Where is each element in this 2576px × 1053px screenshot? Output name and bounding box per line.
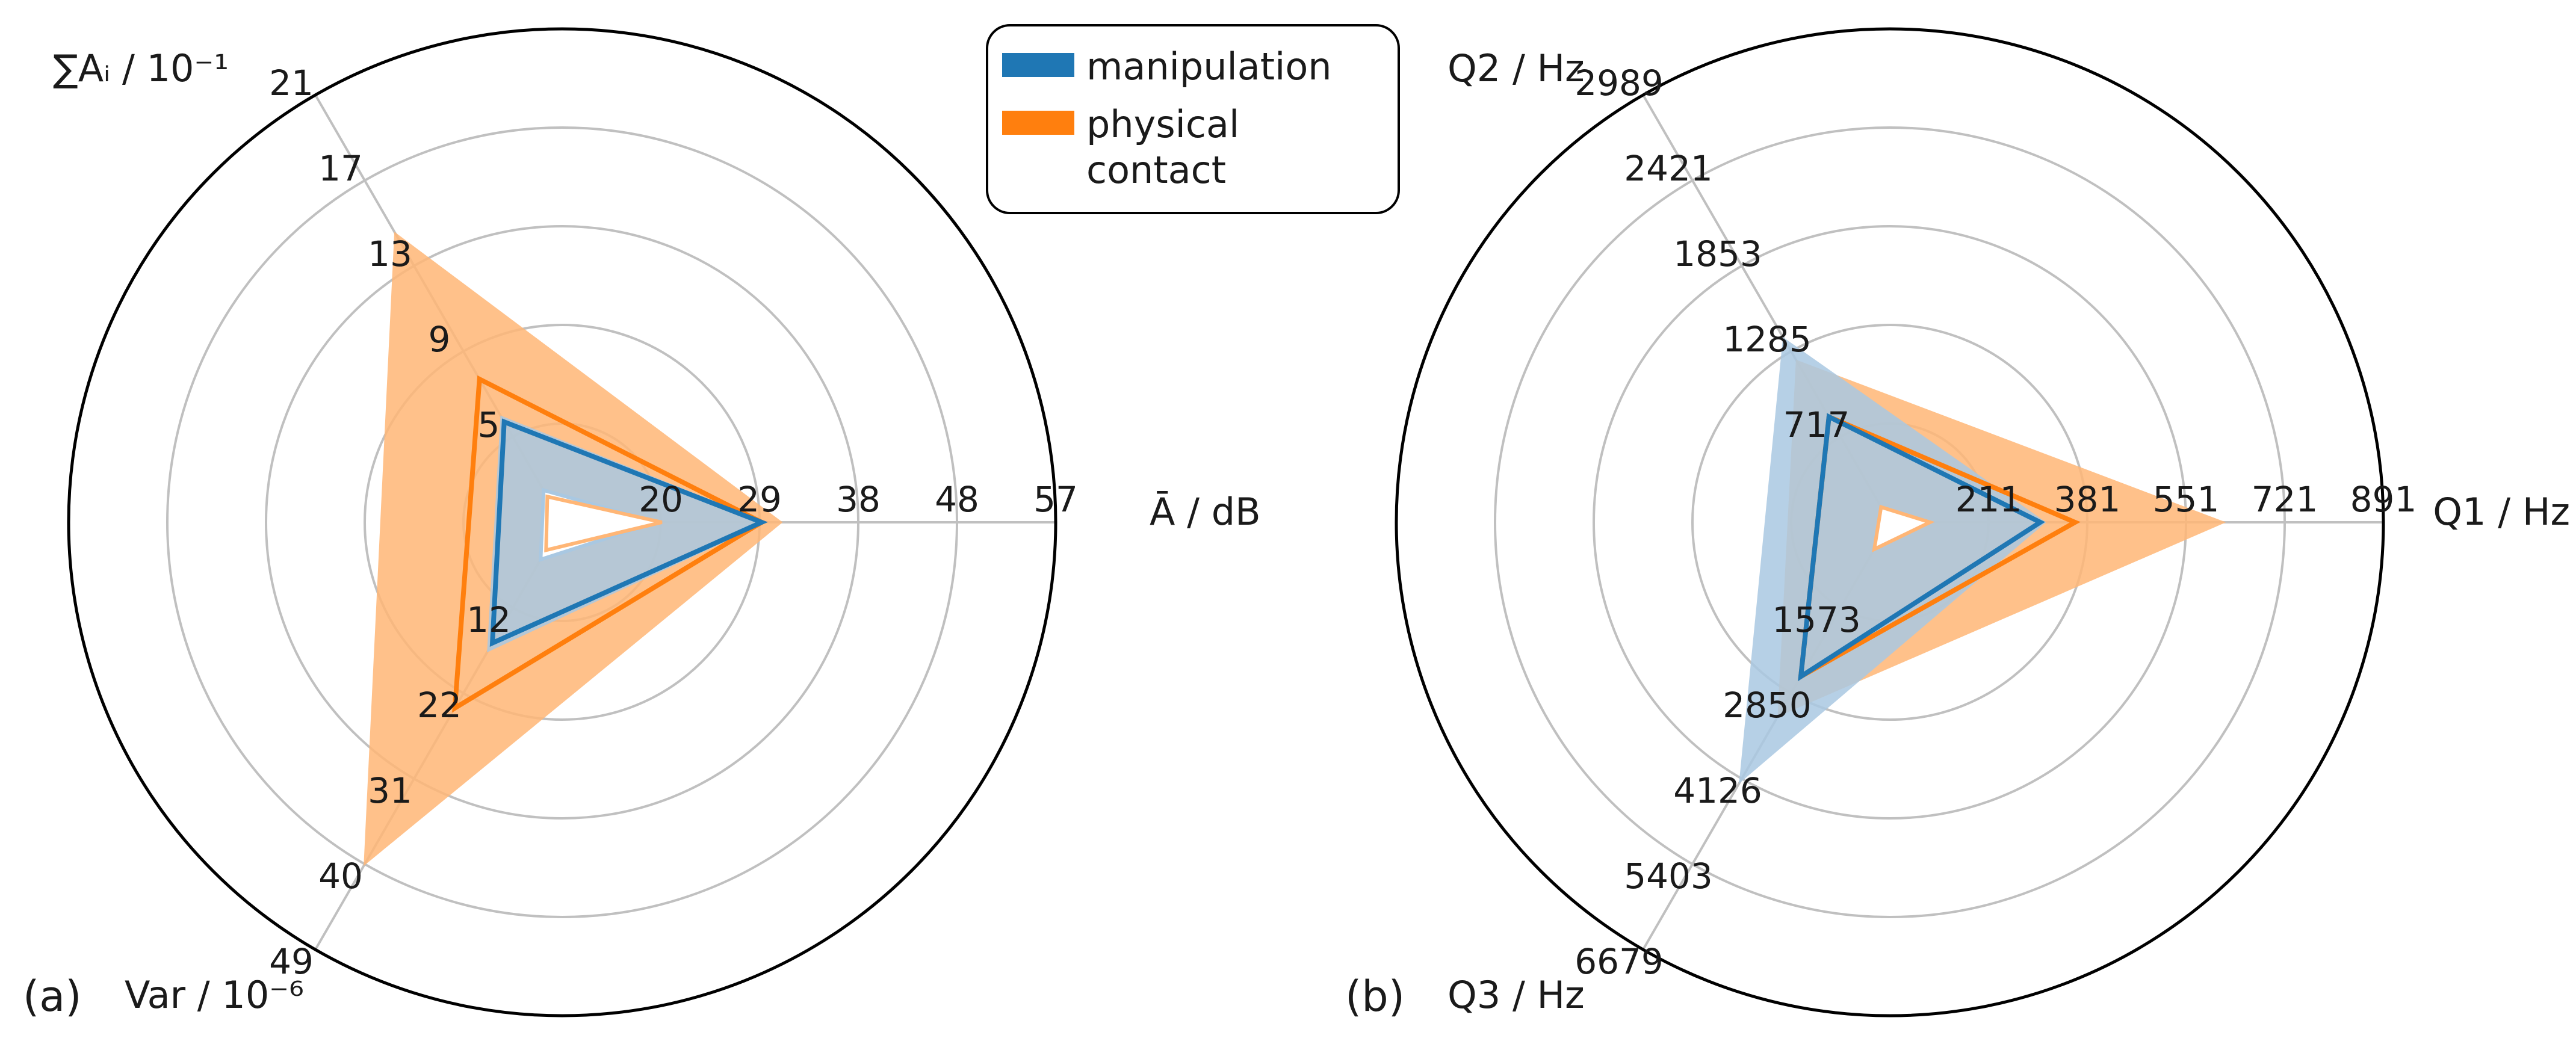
tick-label: 1285 [1723,319,1812,360]
radar-chart-b: 211 381 551 721 891 717 1285 1853 2421 2989 1573 28… [1395,27,2570,1017]
panel-label-b: (b) [1345,972,1405,1021]
axis-label: Q3 / Hz [1447,973,1585,1017]
tick-label: 381 [2054,479,2121,520]
axis-label: Ā / dB [1150,490,1261,534]
tick-label: 9 [429,319,451,360]
axis-label: Var / 10⁻⁶ [125,973,304,1017]
legend-label: manipulation [1086,45,1332,88]
tick-label: 2850 [1723,685,1812,726]
tick-label: 551 [2153,479,2220,520]
tick-label: 17 [318,148,363,189]
legend-swatch [1002,111,1074,135]
legend-label: physical [1086,102,1239,146]
tick-label: 717 [1783,404,1850,445]
tick-label: 57 [1033,479,1078,520]
tick-label: 891 [2350,479,2417,520]
axis-label: Q2 / Hz [1447,46,1585,90]
tick-label: 22 [417,685,462,726]
tick-label: 5403 [1624,856,1713,897]
outer-spine [1395,27,2385,1017]
band-upper-manipulation [487,415,767,653]
legend-swatch [1002,53,1074,77]
mean-line-physical-contact [452,375,767,713]
panel-label-a: (a) [23,972,82,1021]
tick-label: 2989 [1574,63,1664,103]
band-upper-manipulation [1739,337,2046,784]
outer-spine [67,27,1057,1017]
legend-frame [986,24,1400,214]
axis-label: Q1 / Hz [2433,490,2570,534]
radar-chart-a: 20 29 38 48 57 5 9 13 17 21 12 22 31 40 49 Ā / dB ∑Aᵢ / … [53,27,1261,1017]
mean-line-manipulation [489,418,768,647]
tick-label: 40 [318,856,363,897]
band-lower-physical-contact [1872,504,1935,553]
tick-label: 31 [368,770,412,811]
tick-label: 4126 [1673,770,1762,811]
axis-label: ∑Aᵢ / 10⁻¹ [53,46,229,90]
band-lower-physical-contact [544,494,663,553]
tick-label: 48 [935,479,979,520]
tick-label: 1853 [1673,233,1762,274]
tick-label: 20 [639,479,683,520]
tick-label: 12 [466,599,511,640]
tick-label: 2421 [1624,148,1713,189]
mean-line-manipulation [1798,413,2045,682]
tick-label: 13 [368,233,412,274]
legend-label: contact [1086,148,1226,192]
tick-label: 1573 [1772,599,1861,640]
tick-label: 21 [269,63,314,103]
tick-label: 29 [737,479,782,520]
tick-label: 211 [1955,479,2022,520]
tick-label: 5 [478,404,500,445]
tick-label: 49 [269,941,314,982]
tick-label: 721 [2252,479,2318,520]
tick-label: 6679 [1574,941,1664,982]
tick-label: 38 [836,479,881,520]
